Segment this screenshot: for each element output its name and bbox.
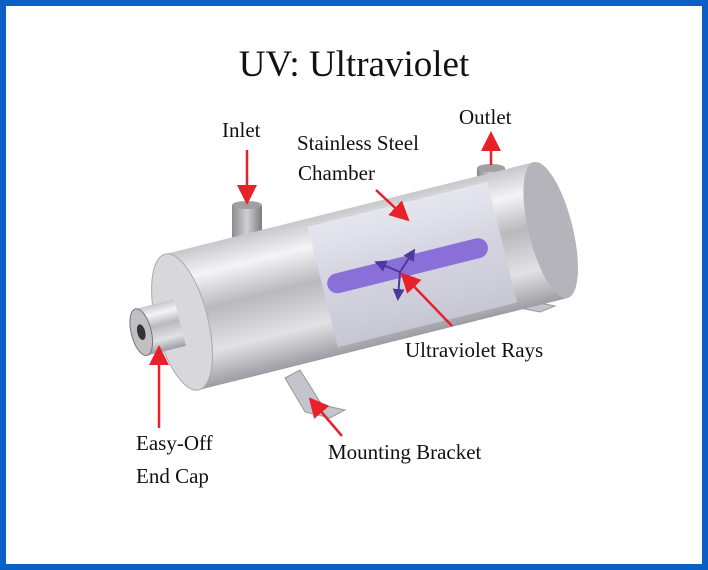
- label-chamber-line2: Chamber: [298, 161, 375, 185]
- label-mounting-bracket: Mounting Bracket: [328, 440, 482, 464]
- uv-ray-arrows: [374, 248, 416, 301]
- label-outlet: Outlet: [459, 105, 512, 129]
- chamber-arrow: [375, 189, 410, 222]
- label-inlet: Inlet: [222, 118, 261, 142]
- label-chamber-line1: Stainless Steel: [297, 131, 419, 155]
- diagram-title: UV: Ultraviolet: [238, 44, 470, 85]
- uv-rays-arrow: [400, 272, 453, 327]
- stainless-steel-chamber: [129, 161, 578, 391]
- bracket-arrow: [308, 397, 343, 437]
- label-end-cap-line1: Easy-Off: [136, 431, 213, 455]
- label-uv-rays: Ultraviolet Rays: [405, 338, 544, 362]
- mounting-bracket-front: [284, 369, 347, 419]
- uv-lamp: [327, 238, 488, 294]
- label-end-cap-line2: End Cap: [136, 464, 209, 488]
